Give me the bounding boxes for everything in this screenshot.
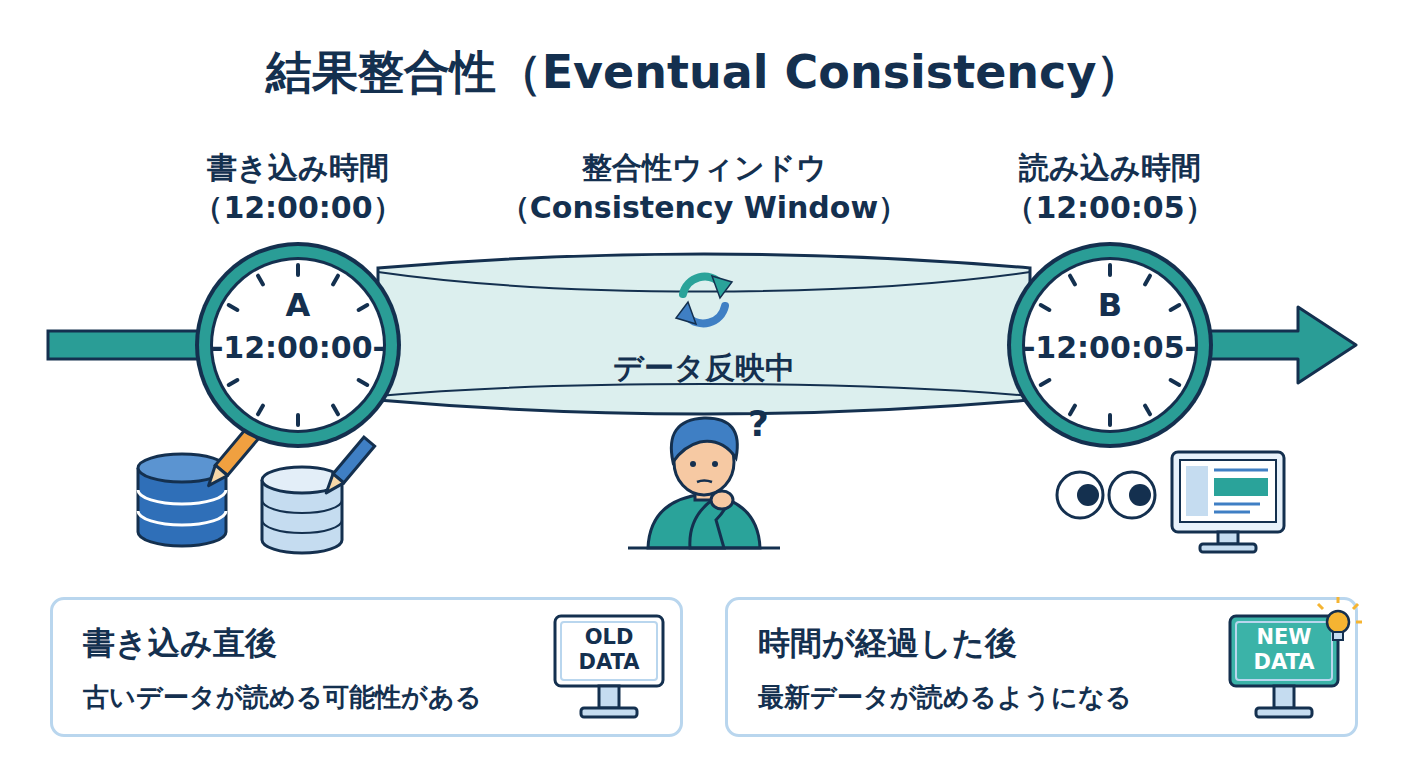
- box-heading: 時間が経過した後: [758, 622, 1198, 664]
- clock-tick: [1171, 380, 1180, 385]
- eyes-icon: [1057, 472, 1155, 518]
- computer-frame: [1172, 452, 1284, 532]
- database-band: [262, 520, 342, 533]
- clock-tick: [1171, 305, 1180, 310]
- clock-tick: [229, 305, 238, 310]
- clock-time: -12:00:00-: [178, 330, 418, 366]
- person-hand: [711, 491, 733, 509]
- clock-tick: [1041, 380, 1050, 385]
- monitor-base: [1256, 708, 1312, 717]
- person-body: [648, 494, 760, 548]
- clock-tick: [359, 305, 368, 310]
- diagram-title: 結果整合性（Eventual Consistency）: [0, 44, 1408, 100]
- database-band: [262, 500, 342, 513]
- clock-tick: [1145, 276, 1150, 285]
- clock-tick: [229, 380, 238, 385]
- box-heading: 書き込み直後: [83, 622, 523, 664]
- computer-panel: [1214, 478, 1268, 496]
- database-icon: [138, 454, 226, 546]
- box-body: 古いデータが読める可能性がある: [83, 680, 553, 714]
- clock-tick: [296, 415, 300, 425]
- eye-white: [1109, 472, 1155, 518]
- clock-letter: A: [178, 287, 418, 323]
- info-box: 書き込み直後古いデータが読める可能性があるOLD DATA: [50, 597, 683, 737]
- info-box: 時間が経過した後最新データが読めるようになるNEW DATA: [725, 597, 1358, 737]
- band-text: データ反映中: [504, 350, 904, 386]
- monitor-node: OLD DATA: [553, 614, 665, 732]
- eye-pupil: [1129, 484, 1151, 506]
- pencil-tip: [321, 474, 344, 498]
- person-hair: [671, 418, 737, 462]
- clock-node: 書き込み時間 （12:00:00） A -12:00:00-: [178, 148, 418, 458]
- clock-tick: [333, 276, 338, 285]
- band-inner-line: [378, 384, 1030, 396]
- computer-line: [1214, 469, 1268, 472]
- computer-stand: [1218, 532, 1238, 544]
- monitor-screen: [555, 616, 663, 686]
- time-heading: 書き込み時間 （12:00:00）: [188, 148, 408, 228]
- window-heading: 整合性ウィンドウ （Consistency Window）: [484, 148, 924, 228]
- computer-screen: [1180, 460, 1276, 522]
- clock-tick: [1070, 276, 1075, 285]
- timeline-arrow-head: [1195, 307, 1356, 383]
- clock-tick: [333, 406, 338, 415]
- person-eye: [712, 461, 718, 467]
- band-shape: [378, 254, 1030, 414]
- timeline-arrow: [48, 331, 218, 359]
- clock-tick: [296, 265, 300, 275]
- question-mark: ?: [748, 404, 788, 444]
- monitor-text: NEW DATA: [1232, 625, 1336, 675]
- consistency-window-band: 整合性ウィンドウ （Consistency Window） データ反映中: [378, 148, 1030, 418]
- clock-tick: [1145, 406, 1150, 415]
- time-heading: 読み込み時間 （12:00:05）: [1000, 148, 1220, 228]
- eye-pupil: [1077, 484, 1099, 506]
- clock-tick: [258, 276, 263, 285]
- person-eye: [690, 461, 696, 467]
- person-mouth: [697, 481, 712, 483]
- clock-tick: [1108, 415, 1112, 425]
- clock-time: -12:00:05-: [990, 330, 1230, 366]
- pencil-icon: [321, 437, 375, 497]
- computer-sidebar: [1186, 466, 1208, 516]
- computer-icon: [1172, 452, 1284, 552]
- database-band: [138, 490, 226, 504]
- clock-node: 読み込み時間 （12:00:05） B -12:00:05-: [990, 148, 1230, 458]
- monitor-node: NEW DATA: [1228, 614, 1340, 732]
- monitor-stand: [599, 686, 619, 708]
- box-body: 最新データが読めるようになる: [758, 680, 1228, 714]
- clock-tick: [1108, 265, 1112, 275]
- band-inner-line: [378, 272, 1030, 292]
- monitor-text: OLD DATA: [557, 625, 661, 675]
- database-band: [138, 511, 226, 525]
- clock-tick: [359, 380, 368, 385]
- monitor-base: [581, 708, 637, 717]
- clock-tick: [1070, 406, 1075, 415]
- desk-line: [628, 547, 780, 550]
- monitor-stand: [1274, 686, 1294, 708]
- computer-base: [1200, 544, 1256, 552]
- clock-tick: [1041, 305, 1050, 310]
- computer-line: [1214, 511, 1250, 514]
- eye-white: [1057, 472, 1103, 518]
- computer-line: [1214, 503, 1260, 506]
- clock-tick: [258, 406, 263, 415]
- clock-letter: B: [990, 287, 1230, 323]
- pencil-body: [333, 437, 375, 483]
- pencil-tip: [202, 465, 227, 491]
- monitor-screen: [1230, 616, 1338, 686]
